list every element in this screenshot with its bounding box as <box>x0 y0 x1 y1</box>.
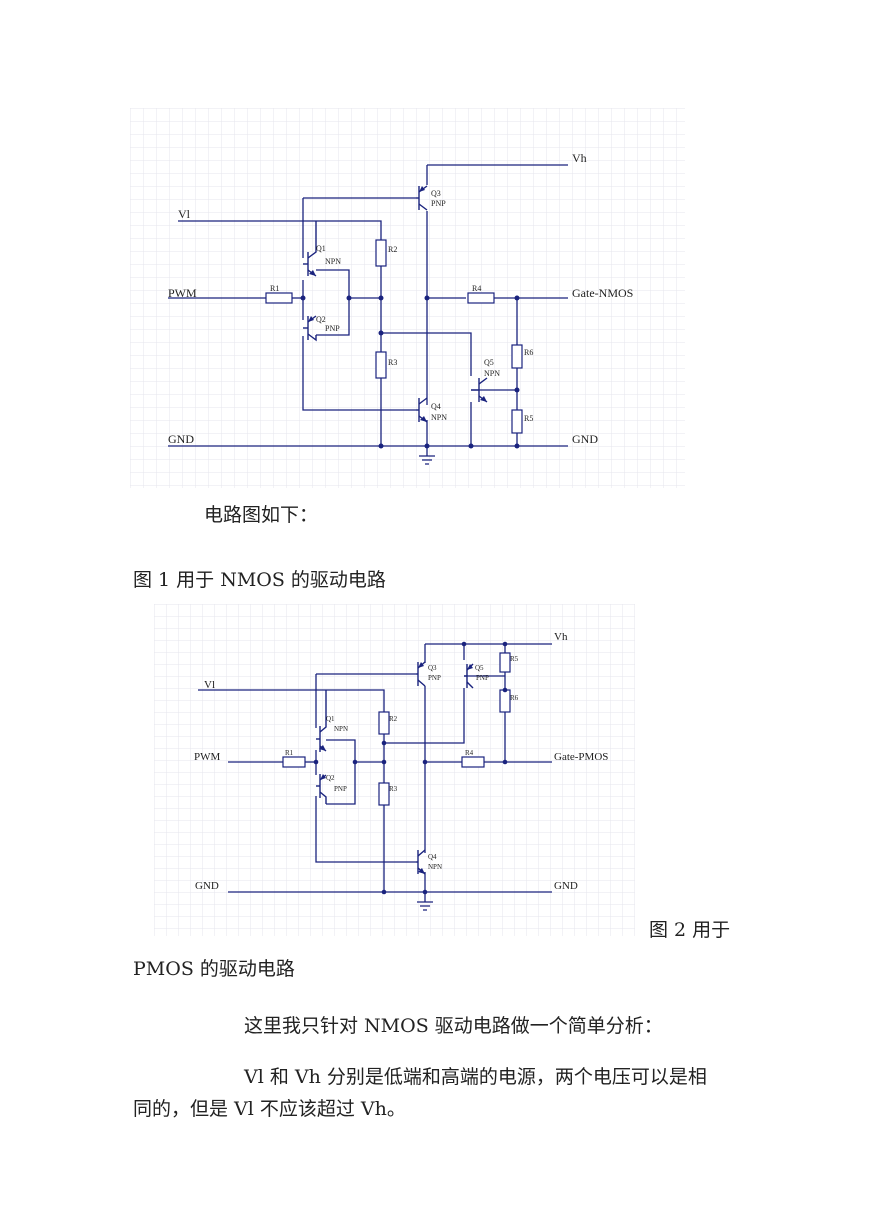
resistor-r3 <box>378 782 390 806</box>
analysis-intro: 这里我只针对 NMOS 驱动电路做一个简单分析： <box>244 1015 663 1037</box>
label-gate: Gate-NMOS <box>572 286 633 300</box>
label-q3: Q3 <box>428 664 437 672</box>
label-q4: Q4 <box>431 402 441 411</box>
resistor-r2 <box>375 239 387 267</box>
resistor-r4 <box>467 292 495 304</box>
intro-text: 电路图如下： <box>204 504 319 526</box>
label-r3: R3 <box>389 785 398 793</box>
label-gate: Gate-PMOS <box>554 751 608 763</box>
label-r5: R5 <box>510 655 519 663</box>
label-q5-type: NPN <box>484 369 500 378</box>
junction-dots <box>313 641 508 895</box>
label-r6: R6 <box>524 348 533 357</box>
label-q5: Q5 <box>484 358 494 367</box>
label-r2: R2 <box>388 245 397 254</box>
label-vl: Vl <box>178 207 191 221</box>
label-q5: Q5 <box>475 664 484 672</box>
figure-2-caption-part2: PMOS 的驱动电路 <box>133 958 295 980</box>
resistor-r1 <box>265 292 293 304</box>
label-gnd-left: GND <box>195 880 219 892</box>
junction-dots <box>300 295 520 449</box>
label-q2-type: PNP <box>334 785 347 793</box>
label-r2: R2 <box>389 715 398 723</box>
label-q3-type: PNP <box>431 199 446 208</box>
label-q1: Q1 <box>316 244 326 253</box>
label-r5: R5 <box>524 414 533 423</box>
label-r3: R3 <box>388 358 397 367</box>
label-r6: R6 <box>510 694 519 702</box>
label-gnd-right: GND <box>572 432 598 446</box>
resistor-r5 <box>499 652 511 673</box>
label-q3-type: PNP <box>428 674 441 682</box>
figure-1-schematic: Vh Vl PWM GND GND Gate-NMOS Q1 NPN Q2 PN… <box>130 108 685 488</box>
label-q4: Q4 <box>428 853 437 861</box>
label-pwm: PWM <box>194 751 221 763</box>
label-q4-type: NPN <box>431 413 447 422</box>
label-q4-type: NPN <box>428 863 442 871</box>
label-vh: Vh <box>572 151 587 165</box>
figure-1-caption: 图 1 用于 NMOS 的驱动电路 <box>133 569 386 591</box>
resistor-r1 <box>282 756 306 768</box>
wires <box>198 643 552 911</box>
figure-2-schematic: Vh Vl PWM GND GND Gate-PMOS Q1 NPN Q2 PN… <box>154 604 635 936</box>
label-gnd-right: GND <box>554 880 578 892</box>
label-q3: Q3 <box>431 189 441 198</box>
label-r1: R1 <box>270 284 279 293</box>
grid-background <box>154 604 635 936</box>
resistor-r4 <box>461 756 485 768</box>
label-q2: Q2 <box>326 774 335 782</box>
label-q1: Q1 <box>326 715 335 723</box>
resistor-r5 <box>511 409 523 434</box>
label-vh: Vh <box>554 631 568 643</box>
label-q2: Q2 <box>316 315 326 324</box>
label-pwm: PWM <box>168 286 197 300</box>
resistor-r6 <box>499 689 511 713</box>
figure-2-caption-part1: 图 2 用于 <box>649 919 731 941</box>
label-q1-type: NPN <box>334 725 348 733</box>
analysis-para-line2: 同的，但是 Vl 不应该超过 Vh。 <box>133 1098 406 1120</box>
label-gnd-left: GND <box>168 432 194 446</box>
resistor-r6 <box>511 344 523 369</box>
label-q2-type: PNP <box>325 324 340 333</box>
label-r4: R4 <box>472 284 481 293</box>
resistor-r3 <box>375 351 387 379</box>
label-r4: R4 <box>465 749 474 757</box>
label-q1-type: NPN <box>325 257 341 266</box>
label-vl: Vl <box>204 679 215 691</box>
label-q5-type: PNP <box>476 674 489 682</box>
resistor-r2 <box>378 711 390 735</box>
analysis-para-line1: Vl 和 Vh 分别是低端和高端的电源，两个电压可以是相 <box>244 1066 707 1088</box>
label-r1: R1 <box>285 749 294 757</box>
